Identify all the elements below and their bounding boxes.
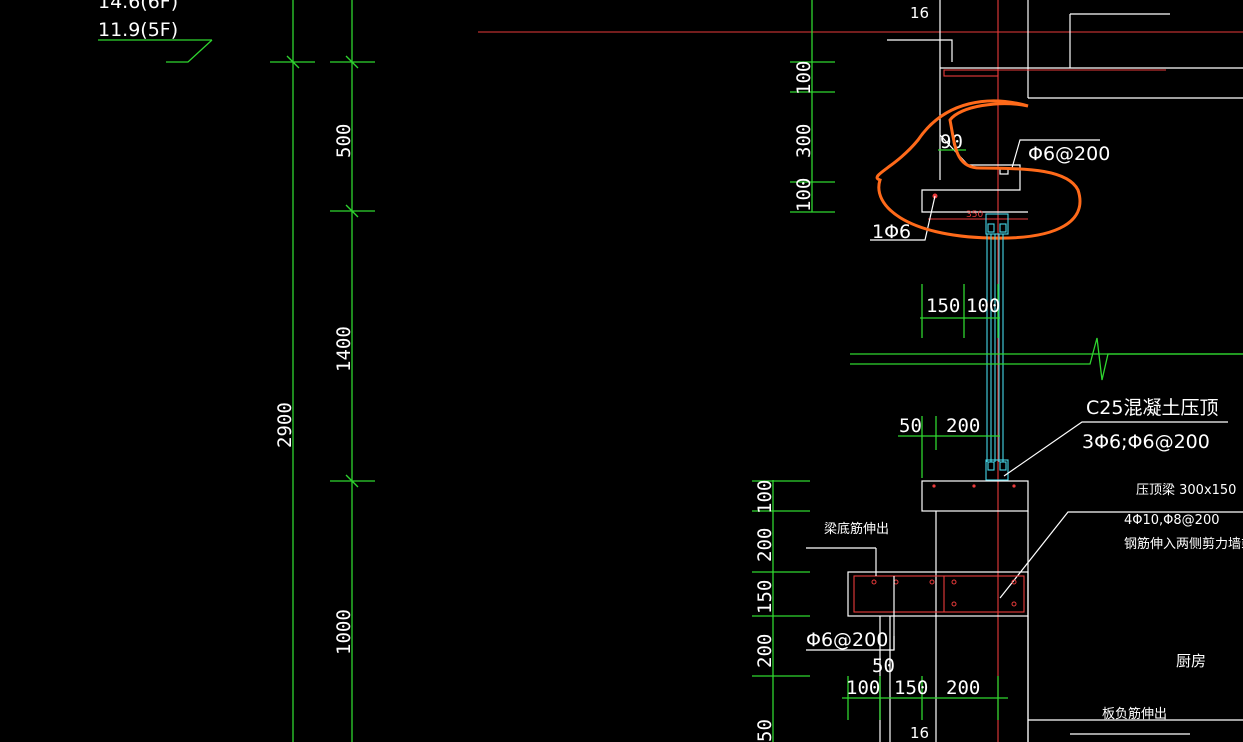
dim-top-300: 300 bbox=[793, 124, 815, 158]
bottom-dimension-chain: 100 200 150 200 50 bbox=[752, 480, 810, 742]
dim-bot-num-50: 50 bbox=[872, 655, 895, 677]
dim-1000: 1000 bbox=[333, 609, 355, 655]
label-rebar-top: Φ6@200 bbox=[1028, 143, 1110, 165]
dim-bot-100: 100 bbox=[754, 480, 776, 514]
label-kitchen: 厨房 bbox=[1176, 652, 1206, 670]
dim-150: 150 bbox=[926, 295, 960, 317]
mid-dimensions: 150 100 bbox=[920, 284, 1000, 338]
elevation-marker: 14.6(6F) 11.9(5F) bbox=[98, 0, 213, 63]
left-dimension-chain: 2900 500 1400 1000 bbox=[270, 0, 375, 742]
dim-350: 350 bbox=[966, 210, 983, 220]
label-cap-rebar: 3Φ6;Φ6@200 bbox=[1082, 431, 1210, 453]
top-wall-section bbox=[887, 0, 1243, 220]
cap-dimensions: 50 200 bbox=[898, 415, 1000, 478]
window-frame-profile bbox=[985, 213, 1009, 481]
dim-bot-200b: 200 bbox=[754, 634, 776, 668]
dim-1400: 1400 bbox=[333, 326, 355, 372]
num-16-bottom: 16 bbox=[910, 724, 929, 742]
num-16-top: 16 bbox=[910, 4, 929, 22]
break-line bbox=[850, 337, 1243, 381]
label-concrete-cap: C25混凝土压顶 bbox=[1086, 397, 1218, 419]
dim-bot-num-200: 200 bbox=[946, 677, 980, 699]
dim-50: 50 bbox=[899, 415, 922, 437]
dim-total-height: 2900 bbox=[274, 402, 296, 448]
label-1phi6: 1Φ6 bbox=[872, 221, 911, 243]
markup-circle bbox=[875, 99, 1082, 240]
label-cap-beam: 压顶梁 300x150 bbox=[1136, 483, 1236, 498]
dim-500: 500 bbox=[333, 124, 355, 158]
dim-bot-200a: 200 bbox=[754, 528, 776, 562]
elevation-6f: 14.6(6F) bbox=[98, 0, 178, 13]
label-slab-bar: 板负筋伸出 bbox=[1102, 706, 1167, 722]
elevation-5f: 11.9(5F) bbox=[98, 19, 178, 41]
top-detail-dimensions: 100 300 100 bbox=[790, 0, 835, 213]
label-beam-rebar: 4Φ10,Φ8@200 bbox=[1124, 513, 1220, 528]
dim-top-100a: 100 bbox=[793, 61, 815, 95]
label-rebar-extend: 钢筋伸入两侧剪力墙或构 bbox=[1124, 536, 1243, 552]
bottom-horizontal-dims: 50 100 150 200 bbox=[842, 655, 1008, 720]
dim-200: 200 bbox=[946, 415, 980, 437]
label-beam-bottom-bar: 梁底筋伸出 bbox=[824, 521, 889, 537]
dim-top-100b: 100 bbox=[793, 178, 815, 212]
dim-bot-num-100: 100 bbox=[846, 677, 880, 699]
dim-bot-num-150: 150 bbox=[894, 677, 928, 699]
label-stirrup: Φ6@200 bbox=[806, 629, 888, 651]
dim-100: 100 bbox=[966, 295, 1000, 317]
dim-bot-50: 50 bbox=[754, 719, 776, 742]
dim-bot-150: 150 bbox=[754, 580, 776, 614]
